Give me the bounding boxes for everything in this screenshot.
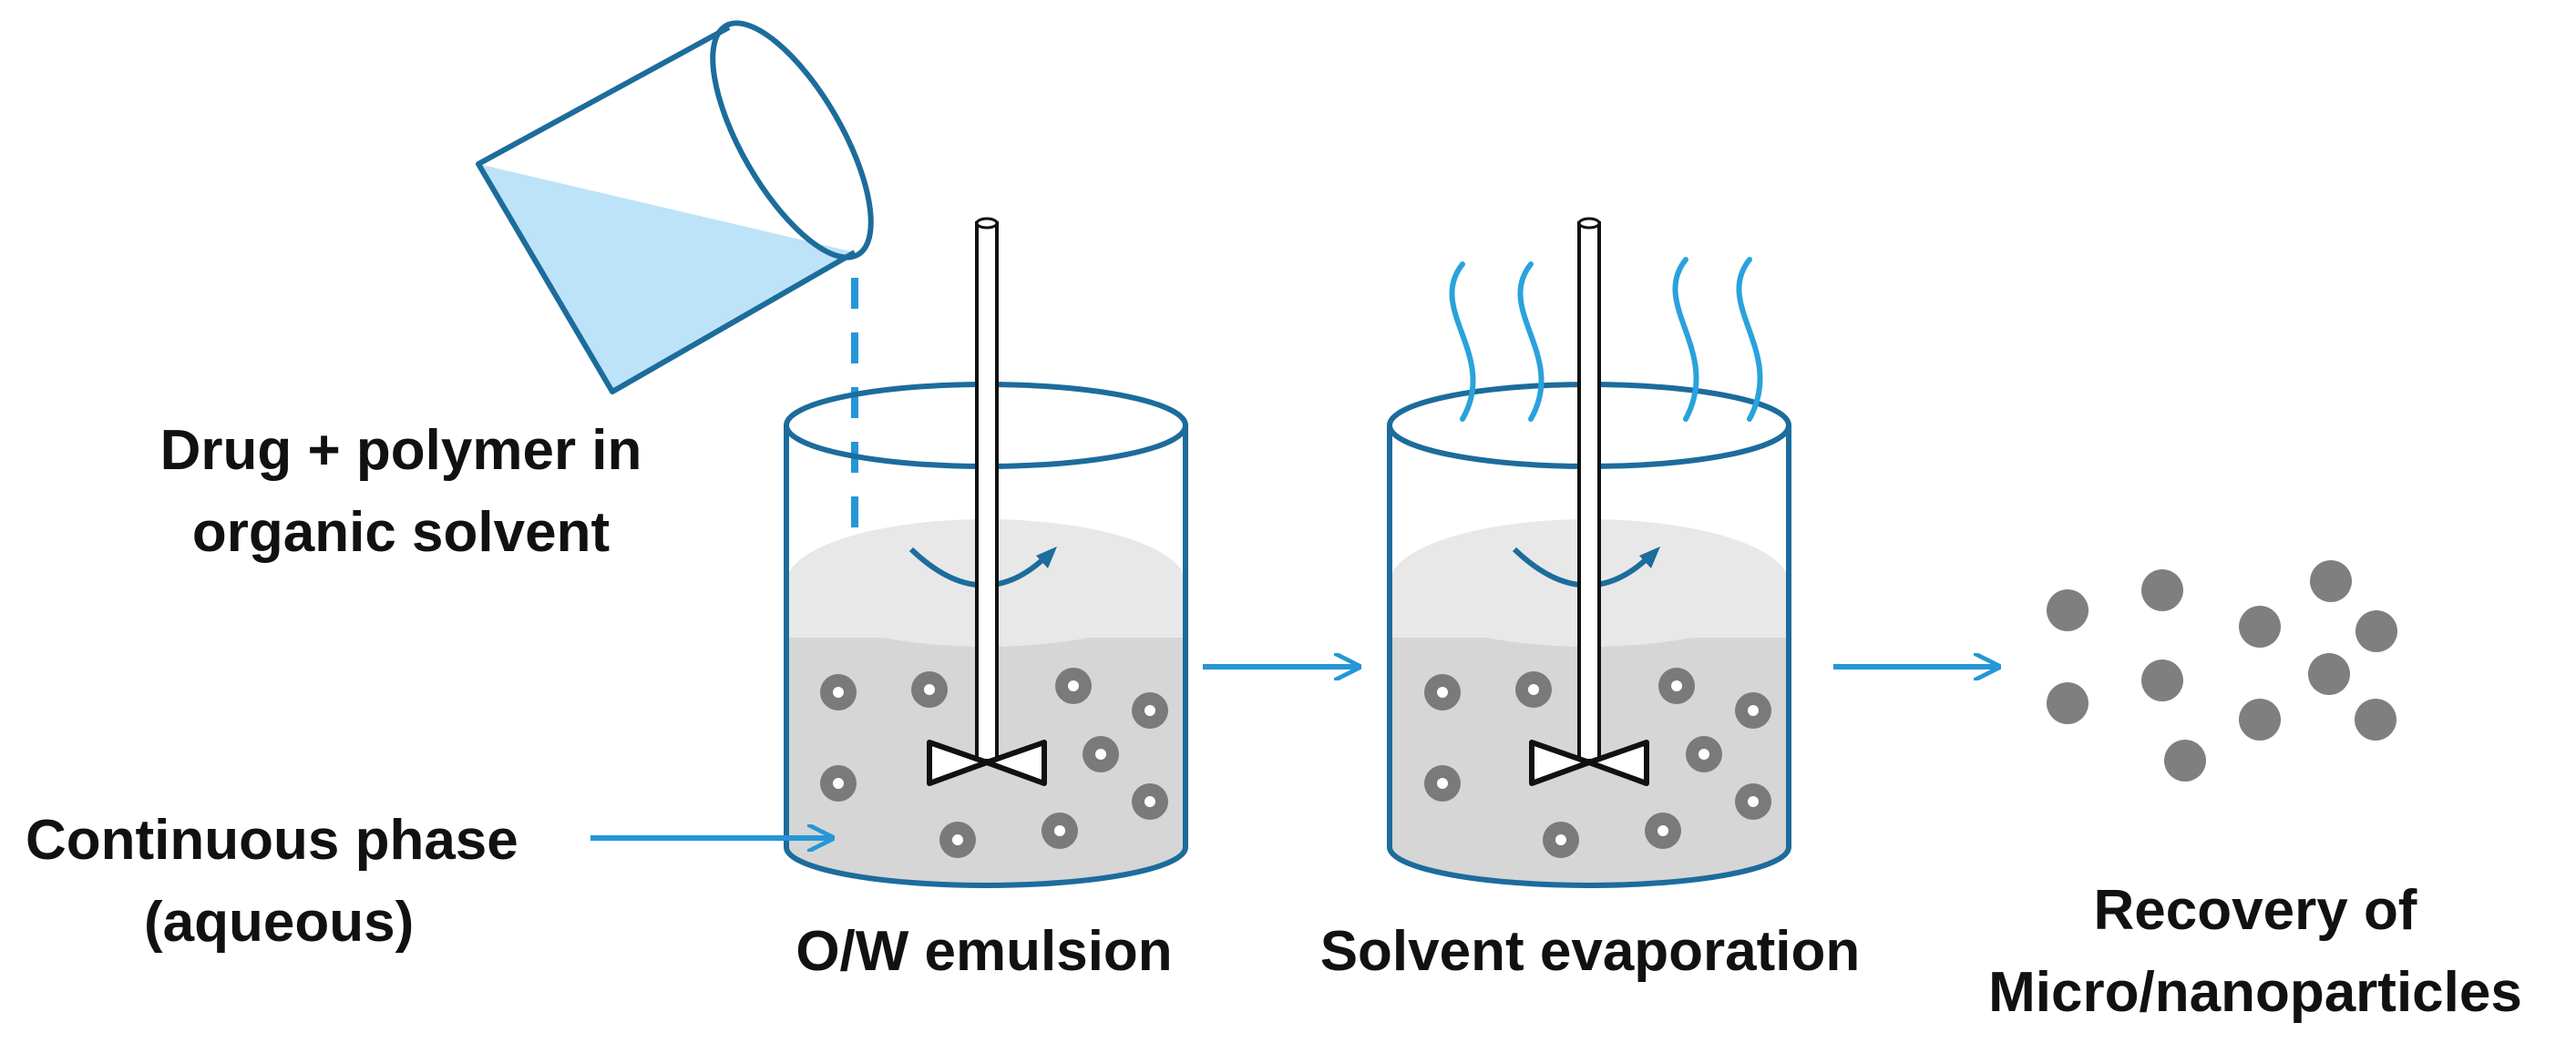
particle-icon bbox=[2141, 569, 2183, 611]
stirrer-icon bbox=[927, 217, 1047, 786]
vapor-icon bbox=[1449, 257, 1763, 422]
droplet-icon bbox=[939, 822, 976, 858]
particle-icon bbox=[2239, 699, 2281, 741]
continuous-phase-label: Continuous phase (aqueous) bbox=[26, 800, 518, 964]
droplet-icon bbox=[911, 671, 948, 708]
particle-icon bbox=[2355, 699, 2396, 741]
droplet-icon bbox=[1132, 783, 1168, 820]
particle-icon bbox=[2355, 610, 2397, 652]
droplet-icon bbox=[1132, 692, 1168, 729]
droplet-icon bbox=[1735, 692, 1771, 729]
particle-icon bbox=[2308, 653, 2350, 695]
continuous-label-line1: Continuous phase bbox=[26, 809, 518, 872]
recovery-label-line2: Micro/nanoparticles bbox=[1988, 961, 2522, 1024]
continuous-label-line2: (aqueous) bbox=[144, 891, 415, 954]
evaporation-label: Solvent evaporation bbox=[1319, 920, 1861, 983]
droplet-icon bbox=[1424, 765, 1461, 802]
rotation-arrowhead-icon bbox=[1036, 547, 1057, 568]
droplet-icon bbox=[1055, 668, 1092, 704]
drug-label-line2: organic solvent bbox=[191, 501, 611, 564]
drug-polymer-label: Drug + polymer in organic solvent bbox=[100, 410, 702, 574]
droplet-icon bbox=[1686, 736, 1722, 772]
droplet-icon bbox=[1515, 671, 1552, 708]
emulsion-droplets bbox=[820, 668, 1168, 858]
beaker-mouth bbox=[710, 20, 874, 261]
droplet-icon bbox=[1543, 822, 1579, 858]
particle-icon bbox=[2164, 740, 2206, 782]
drug-label-line1: Drug + polymer in bbox=[159, 419, 642, 482]
evaporation-beaker bbox=[1387, 217, 1791, 888]
recovered-particles bbox=[2047, 560, 2397, 782]
particle-icon bbox=[2310, 560, 2352, 602]
emulsion-droplets bbox=[1424, 668, 1771, 858]
droplet-icon bbox=[820, 674, 857, 711]
droplet-icon bbox=[1735, 783, 1771, 820]
pouring-beaker-icon bbox=[476, 20, 874, 583]
organic-solution-fill bbox=[478, 164, 855, 392]
particle-icon bbox=[2047, 682, 2089, 724]
droplet-icon bbox=[1645, 813, 1681, 849]
particle-icon bbox=[2141, 659, 2183, 701]
particle-icon bbox=[2239, 606, 2281, 648]
emulsion-label: O/W emulsion bbox=[795, 920, 1173, 983]
beaker-body-outline bbox=[476, 25, 857, 394]
rotation-arrowhead-icon bbox=[1639, 547, 1660, 568]
emulsion-beaker bbox=[784, 217, 1188, 888]
stirrer-icon bbox=[1529, 217, 1649, 786]
droplet-icon bbox=[1042, 813, 1078, 849]
recovery-label-line1: Recovery of bbox=[2093, 879, 2417, 942]
droplet-icon bbox=[1424, 674, 1461, 711]
droplet-icon bbox=[1083, 736, 1119, 772]
droplet-icon bbox=[820, 765, 857, 802]
particle-icon bbox=[2047, 589, 2089, 631]
droplet-icon bbox=[1658, 668, 1695, 704]
recovery-label: Recovery of Micro/nanoparticles bbox=[1955, 870, 2556, 1034]
